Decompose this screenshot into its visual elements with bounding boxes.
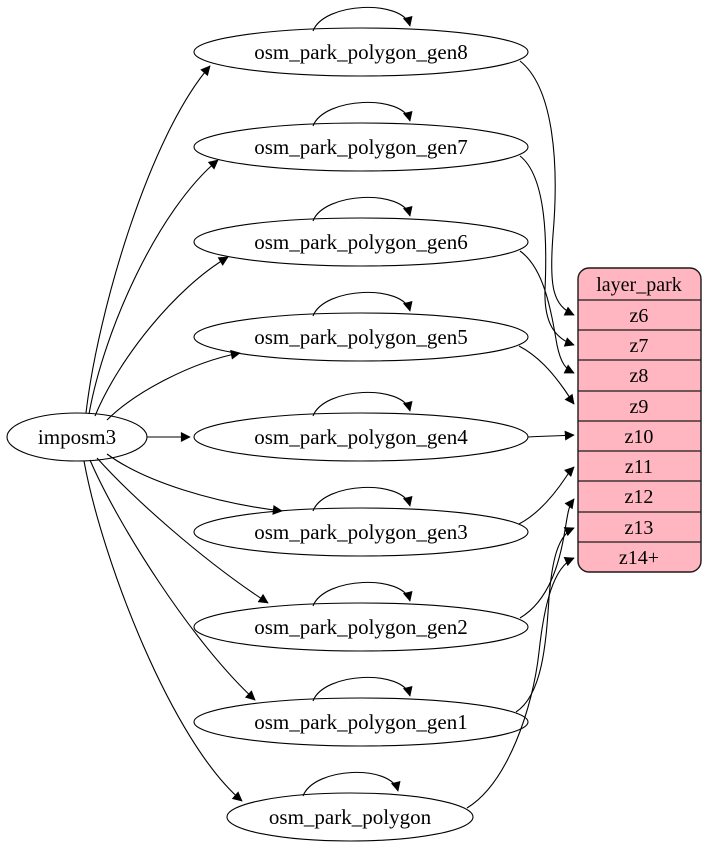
labels: imposm3 osm_park_polygon_gen8 osm_park_p… xyxy=(38,40,682,829)
edge-gen6-to-z8 xyxy=(519,250,575,374)
edge-gen5-to-z9 xyxy=(518,345,575,405)
node-label-gen2: osm_park_polygon_gen2 xyxy=(254,615,467,639)
edge-imposm3-to-gen2 xyxy=(96,457,269,604)
node-label-gen7: osm_park_polygon_gen7 xyxy=(254,135,467,159)
layer-park-row-z11: z11 xyxy=(625,456,653,478)
edge-imposm3-to-gen5 xyxy=(106,349,241,421)
layer-park-row-z8: z8 xyxy=(630,365,649,387)
self-loop-gen5 xyxy=(312,291,413,317)
node-osm-park-polygon-gen5 xyxy=(193,312,529,362)
node-label-gen8: osm_park_polygon_gen8 xyxy=(254,40,467,64)
node-label-osm-park-polygon: osm_park_polygon xyxy=(269,805,432,829)
edge-imposm3-to-gen1 xyxy=(89,459,256,701)
node-label-gen1: osm_park_polygon_gen1 xyxy=(254,710,467,734)
node-osm-park-polygon-gen2 xyxy=(193,602,529,652)
edge-imposm3-to-gen3 xyxy=(106,453,283,515)
layer-park-row-z9: z9 xyxy=(630,396,649,418)
edge-gen1-to-z13 xyxy=(515,527,575,713)
layer-park-row-z12: z12 xyxy=(625,486,654,508)
layer-park-row-dividers xyxy=(578,299,701,543)
node-osm-park-polygon-gen3 xyxy=(193,507,529,557)
self-loop-gen3 xyxy=(312,486,413,512)
node-label-gen6: osm_park_polygon_gen6 xyxy=(254,230,467,254)
self-loop-gen2 xyxy=(312,581,413,607)
edge-imposm3-to-gen6 xyxy=(94,256,229,417)
layer-park-row-z7: z7 xyxy=(630,335,649,357)
node-label-gen4: osm_park_polygon_gen4 xyxy=(254,425,468,449)
layer-park-row-z10: z10 xyxy=(625,426,654,448)
layer-park-row-z6: z6 xyxy=(630,305,649,327)
edge-gen2-to-z12 xyxy=(519,498,575,619)
node-group xyxy=(6,27,529,842)
self-loop-gen8 xyxy=(312,6,413,32)
layer-park-table xyxy=(577,267,702,573)
edges-to-layer-park xyxy=(466,60,575,809)
edge-gen3-to-z11 xyxy=(518,466,575,525)
node-osm-park-polygon xyxy=(226,792,474,842)
edge-gen8-to-z6 xyxy=(519,60,575,316)
node-osm-park-polygon-gen7 xyxy=(193,122,529,172)
edge-imposm3-to-gen8 xyxy=(85,65,211,414)
node-osm-park-polygon-gen6 xyxy=(193,217,529,267)
self-loop-gen6 xyxy=(312,196,413,222)
node-label-imposm3: imposm3 xyxy=(38,425,116,449)
edges-from-imposm3 xyxy=(83,65,283,802)
self-loop-gen1 xyxy=(312,676,413,702)
edge-imposm3-to-gen7 xyxy=(88,159,219,415)
self-loop-gen7 xyxy=(312,101,413,127)
edge-gen7-to-z7 xyxy=(519,155,575,347)
layer-park-row-z14: z14+ xyxy=(619,547,659,569)
layer-park-title: layer_park xyxy=(596,274,682,296)
node-label-gen5: osm_park_polygon_gen5 xyxy=(254,325,467,349)
edge-osm-park-polygon-to-z14 xyxy=(466,557,575,809)
layer-park-table-body xyxy=(577,267,702,573)
self-loops xyxy=(302,6,413,797)
edge-gen4-to-z10 xyxy=(527,430,575,441)
edge-imposm3-to-osm-park-polygon xyxy=(83,460,243,802)
node-osm-park-polygon-gen1 xyxy=(193,697,529,747)
self-loop-osm-park-polygon xyxy=(302,771,401,797)
node-osm-park-polygon-gen8 xyxy=(193,27,529,77)
node-label-gen3: osm_park_polygon_gen3 xyxy=(254,520,467,544)
self-loop-gen4 xyxy=(312,391,413,417)
layer-park-row-z13: z13 xyxy=(625,517,654,539)
